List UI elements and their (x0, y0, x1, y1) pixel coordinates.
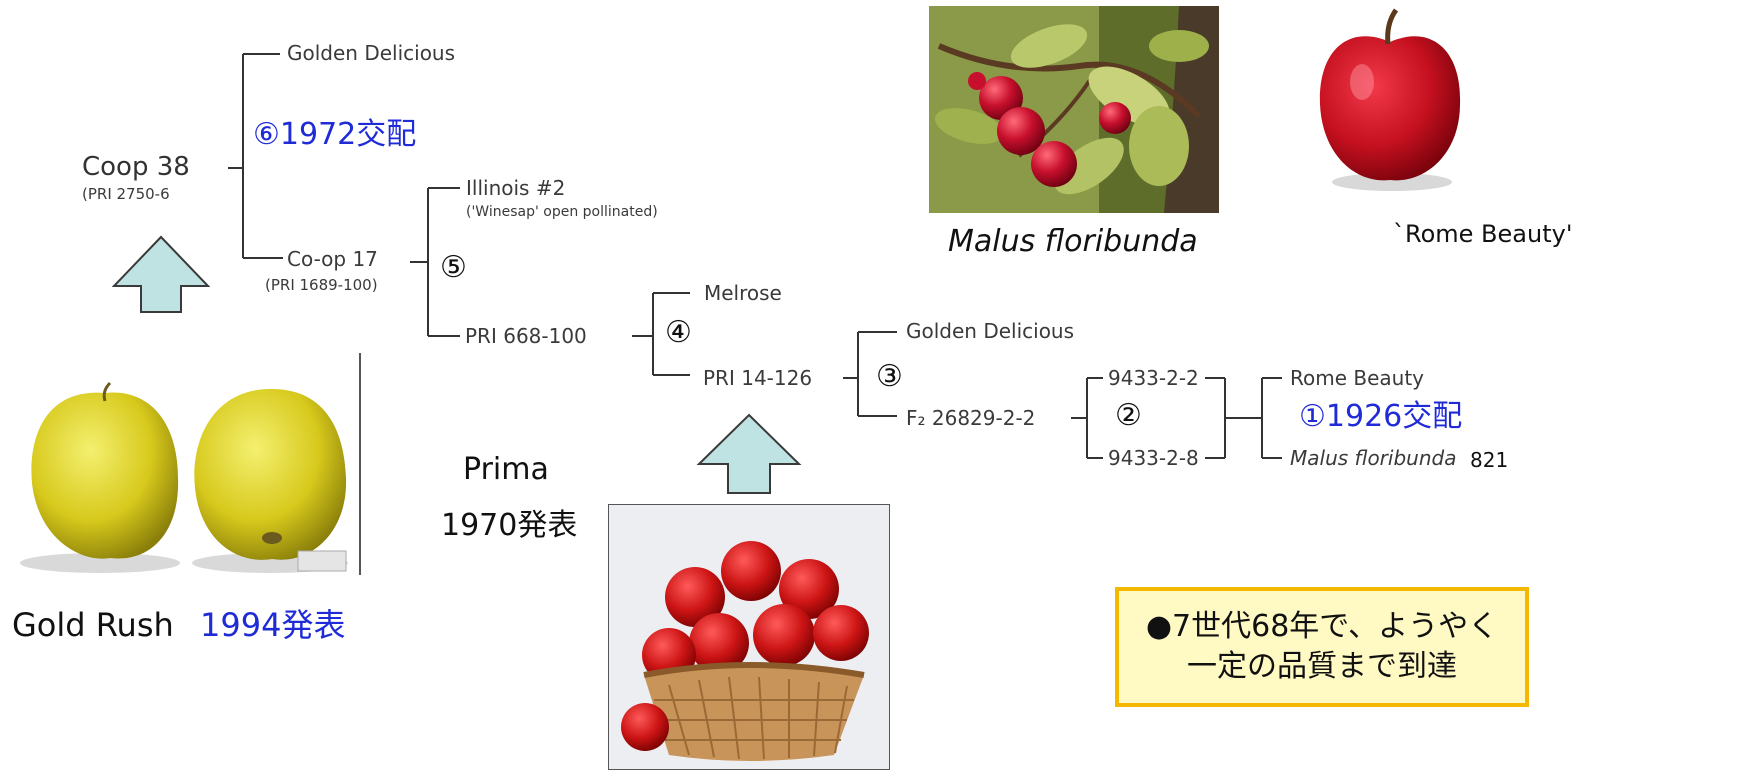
tree-pri14: PRI 14-126 (703, 366, 813, 390)
up-arrow-left (111, 235, 211, 313)
prima-basket-illustration (609, 505, 889, 769)
caption-prima: Prima (463, 452, 549, 487)
gold-rush-photo (10, 353, 362, 575)
tree-golden-delicious-top: Golden Delicious (287, 41, 456, 65)
tree-malus-floribunda: Malus floribunda (1290, 446, 1457, 470)
tree-coop17-pri: (PRI 1689-100) (265, 276, 378, 294)
gold-rush-apples-illustration (20, 353, 361, 575)
tree-9433-2-8: 9433-2-8 (1108, 446, 1199, 470)
tree-melrose: Melrose (704, 281, 782, 305)
step1-label: ①1926交配 (1299, 399, 1463, 434)
step5-label: ⑤ (440, 250, 467, 285)
callout-line1: ●7世代68年で、ようやく (1145, 608, 1499, 644)
tree-winesap: ('Winesap' open pollinated) (466, 204, 658, 220)
tree-rome-beauty: Rome Beauty (1290, 366, 1425, 390)
step2-label: ② (1115, 398, 1142, 433)
malus-floribunda-photo (929, 6, 1219, 213)
up-arrow-middle (696, 413, 802, 494)
caption-gold-rush: Gold Rush (12, 606, 174, 644)
tree-pri668: PRI 668-100 (465, 324, 587, 348)
tree-coop38-pri: (PRI 2750-6 (82, 185, 170, 203)
tree-coop17: Co-op 17 (287, 247, 378, 271)
rome-beauty-apple-illustration (1319, 8, 1461, 191)
caption-rome-beauty: `Rome Beauty' (1393, 220, 1573, 248)
tree-illinois2: Illinois #2 (466, 176, 566, 200)
step6-label: ⑥1972交配 (253, 117, 417, 152)
callout-line2: 一定の品質まで到達 (1187, 649, 1457, 684)
caption-prima-year: 1970発表 (441, 508, 578, 543)
caption-gold-rush-year: 1994発表 (200, 606, 346, 644)
tree-golden-delicious-mid: Golden Delicious (906, 319, 1075, 343)
step3-label: ③ (876, 359, 903, 394)
malus-floribunda-illustration (929, 6, 1219, 213)
step4-label: ④ (665, 315, 692, 350)
tree-9433-2-2: 9433-2-2 (1108, 366, 1199, 390)
tree-coop38: Coop 38 (82, 152, 190, 182)
prima-photo (608, 504, 890, 770)
reference-number: 821 (1470, 448, 1509, 472)
caption-malus-floribunda: Malus floribunda (948, 224, 1198, 259)
tree-f2: F₂ 26829-2-2 (906, 406, 1036, 430)
rome-beauty-photo (1310, 4, 1470, 194)
summary-callout: ●7世代68年で、ようやく 一定の品質まで到達 (1115, 587, 1529, 707)
